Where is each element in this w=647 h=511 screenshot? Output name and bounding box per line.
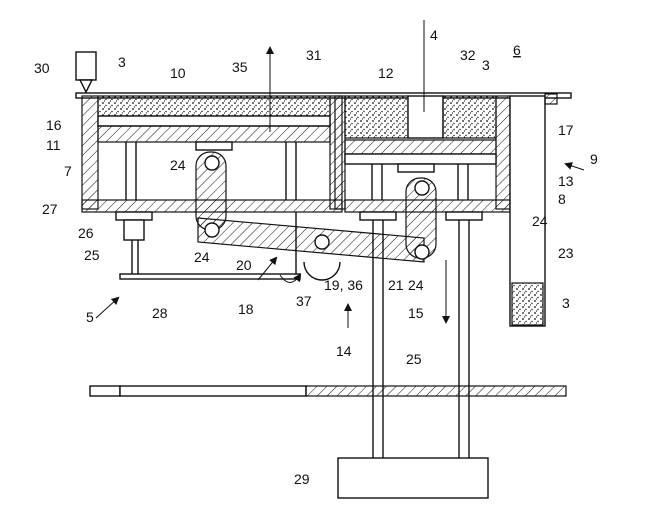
label-24b: 24	[532, 213, 548, 229]
label-3: 3	[118, 54, 126, 70]
label-24d: 24	[408, 277, 424, 293]
label-3b: 3	[482, 57, 490, 73]
label-16: 16	[46, 117, 62, 133]
label-30: 30	[34, 60, 50, 76]
label-26: 26	[78, 225, 94, 241]
label-4: 4	[430, 27, 438, 43]
label-18: 18	[238, 301, 254, 317]
label-13: 13	[558, 173, 574, 189]
label-20: 20	[236, 257, 252, 273]
label-5: 5	[86, 309, 94, 325]
label-14: 14	[336, 343, 352, 359]
drive-unit	[338, 458, 488, 498]
label-29: 29	[294, 471, 310, 487]
label-28: 28	[152, 305, 168, 321]
label-24a: 24	[170, 157, 186, 173]
label-9: 9	[590, 151, 598, 167]
label-25b: 25	[406, 351, 422, 367]
label-23: 23	[558, 245, 574, 261]
label-21: 21	[388, 277, 404, 293]
label-37: 37	[296, 293, 312, 309]
label-11: 11	[46, 137, 61, 153]
label-32: 32	[460, 47, 476, 63]
label-10: 10	[170, 65, 186, 81]
label-19-36: 19, 36	[324, 277, 363, 293]
label-35: 35	[232, 59, 248, 75]
label-7: 7	[64, 163, 72, 179]
label-6: 6	[513, 42, 521, 58]
base-plate	[90, 386, 566, 396]
label-8: 8	[558, 191, 566, 207]
label-3c: 3	[562, 295, 570, 311]
label-12: 12	[378, 65, 394, 81]
label-15: 15	[408, 305, 424, 321]
overflow-chute	[510, 94, 557, 326]
label-25a: 25	[84, 247, 100, 263]
label-24c: 24	[194, 249, 210, 265]
powder-dispenser	[76, 52, 96, 92]
label-17: 17	[558, 122, 574, 138]
label-27: 27	[42, 201, 58, 217]
label-31: 31	[306, 47, 322, 63]
